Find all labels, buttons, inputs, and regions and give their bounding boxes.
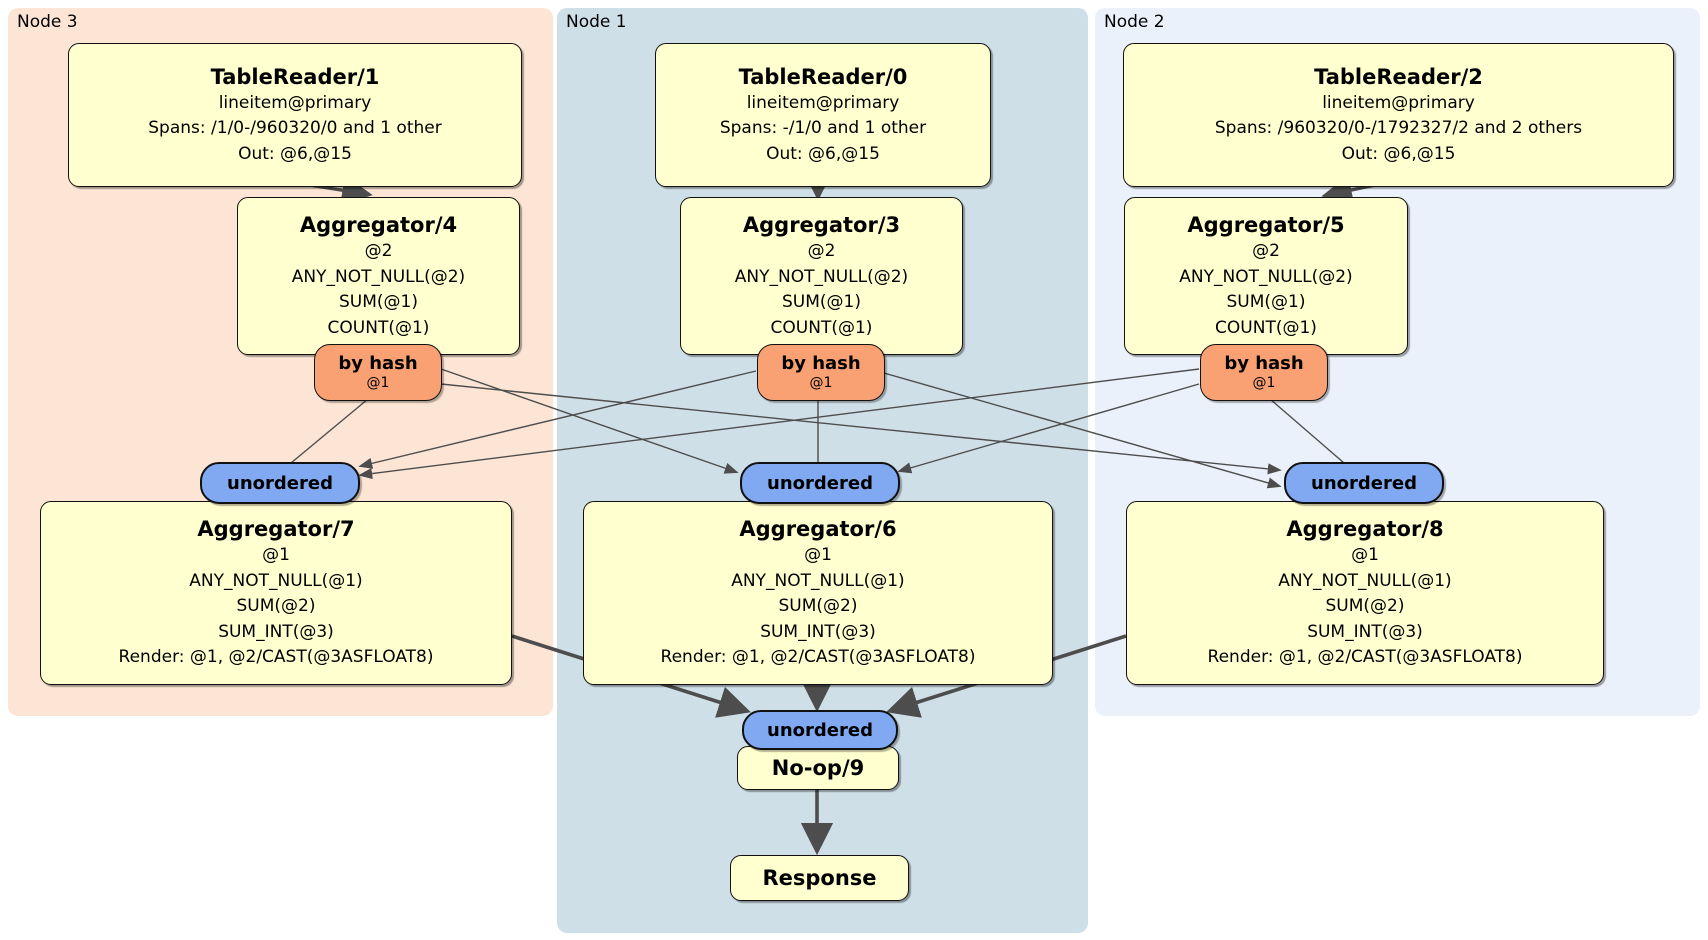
router-by-hash-node1: by hash @1 <box>757 344 885 401</box>
processor-title: TableReader/0 <box>738 64 908 89</box>
aggregator-fn: ANY_NOT_NULL(@1) <box>731 570 905 591</box>
aggregator-fn: SUM(@2) <box>1325 596 1405 617</box>
processor-out: Out: @6,@15 <box>766 143 880 164</box>
processor-title: TableReader/2 <box>1314 64 1483 89</box>
aggregator-fn: SUM_INT(@3) <box>218 621 334 642</box>
aggregator-fn: SUM_INT(@3) <box>1307 621 1423 642</box>
processor-index: lineitem@primary <box>218 92 372 113</box>
aggregator-group-col: @2 <box>1252 241 1280 262</box>
aggregator-fn: SUM(@2) <box>236 596 316 617</box>
processor-index: lineitem@primary <box>1322 92 1475 113</box>
router-label: by hash <box>1224 352 1304 374</box>
router-by-hash-node3: by hash @1 <box>314 344 442 401</box>
sync-label: unordered <box>1311 472 1417 494</box>
processor-tablereader-0: TableReader/0 lineitem@primary Spans: -/… <box>655 43 991 187</box>
processor-out: Out: @6,@15 <box>238 143 352 164</box>
processor-title: No-op/9 <box>771 755 865 780</box>
processor-spans: Spans: /960320/0-/1792327/2 and 2 others <box>1214 118 1583 139</box>
processor-noop-9: No-op/9 <box>737 746 899 790</box>
aggregator-fn: SUM(@1) <box>782 292 861 313</box>
aggregator-render: Render: @1, @2/CAST(@3ASFLOAT8) <box>118 647 434 668</box>
aggregator-fn: COUNT(@1) <box>770 317 873 338</box>
node1-region-label: Node 1 <box>566 12 627 32</box>
sync-unordered-node1: unordered <box>740 462 900 504</box>
aggregator-fn: ANY_NOT_NULL(@1) <box>1278 570 1452 591</box>
aggregator-group-col: @1 <box>804 545 832 566</box>
sync-unordered-node2: unordered <box>1284 462 1444 504</box>
aggregator-render: Render: @1, @2/CAST(@3ASFLOAT8) <box>1207 647 1523 668</box>
aggregator-fn: ANY_NOT_NULL(@1) <box>189 570 363 591</box>
router-by-hash-node2: by hash @1 <box>1200 344 1328 401</box>
aggregator-fn: SUM_INT(@3) <box>760 621 876 642</box>
processor-title: Aggregator/8 <box>1286 517 1444 542</box>
processor-aggregator-3: Aggregator/3 @2 ANY_NOT_NULL(@2) SUM(@1)… <box>680 197 963 355</box>
processor-tablereader-1: TableReader/1 lineitem@primary Spans: /1… <box>68 43 522 187</box>
aggregator-group-col: @1 <box>1351 545 1379 566</box>
processor-out: Out: @6,@15 <box>1341 143 1456 164</box>
processor-aggregator-5: Aggregator/5 @2 ANY_NOT_NULL(@2) SUM(@1)… <box>1124 197 1408 355</box>
aggregator-fn: SUM(@2) <box>778 596 858 617</box>
processor-spans: Spans: /1/0-/960320/0 and 1 other <box>148 118 442 139</box>
sync-label: unordered <box>767 719 873 741</box>
aggregator-fn: ANY_NOT_NULL(@2) <box>291 266 466 287</box>
aggregator-fn: SUM(@1) <box>1226 292 1306 313</box>
aggregator-fn: COUNT(@1) <box>327 317 430 338</box>
processor-title: TableReader/1 <box>210 64 380 89</box>
processor-title: Aggregator/3 <box>742 212 901 237</box>
sync-unordered-node3: unordered <box>200 462 360 504</box>
processor-title: Aggregator/7 <box>197 517 355 542</box>
router-detail: @1 <box>366 375 390 392</box>
processor-aggregator-6: Aggregator/6 @1 ANY_NOT_NULL(@1) SUM(@2)… <box>583 501 1053 685</box>
node3-region-label: Node 3 <box>17 12 78 32</box>
aggregator-group-col: @2 <box>364 241 393 262</box>
processor-aggregator-8: Aggregator/8 @1 ANY_NOT_NULL(@1) SUM(@2)… <box>1126 501 1604 685</box>
aggregator-fn: ANY_NOT_NULL(@2) <box>734 266 909 287</box>
processor-title: Aggregator/5 <box>1187 212 1345 237</box>
processor-title: Aggregator/6 <box>739 517 897 542</box>
router-label: by hash <box>338 352 418 374</box>
processor-title: Response <box>762 865 877 890</box>
sync-label: unordered <box>767 472 873 494</box>
processor-aggregator-7: Aggregator/7 @1 ANY_NOT_NULL(@1) SUM(@2)… <box>40 501 512 685</box>
aggregator-group-col: @2 <box>807 241 836 262</box>
router-detail: @1 <box>1252 375 1276 392</box>
router-detail: @1 <box>809 375 833 392</box>
node2-region-label: Node 2 <box>1104 12 1165 32</box>
processor-response: Response <box>730 855 909 901</box>
sync-unordered-final: unordered <box>742 710 898 750</box>
router-label: by hash <box>781 352 861 374</box>
processor-title: Aggregator/4 <box>299 212 458 237</box>
aggregator-fn: ANY_NOT_NULL(@2) <box>1179 266 1353 287</box>
aggregator-fn: SUM(@1) <box>339 292 418 313</box>
processor-tablereader-2: TableReader/2 lineitem@primary Spans: /9… <box>1123 43 1674 187</box>
processor-spans: Spans: -/1/0 and 1 other <box>719 118 927 139</box>
aggregator-render: Render: @1, @2/CAST(@3ASFLOAT8) <box>660 647 976 668</box>
sync-label: unordered <box>227 472 333 494</box>
processor-index: lineitem@primary <box>746 92 900 113</box>
aggregator-group-col: @1 <box>262 545 290 566</box>
processor-aggregator-4: Aggregator/4 @2 ANY_NOT_NULL(@2) SUM(@1)… <box>237 197 520 355</box>
aggregator-fn: COUNT(@1) <box>1215 317 1317 338</box>
